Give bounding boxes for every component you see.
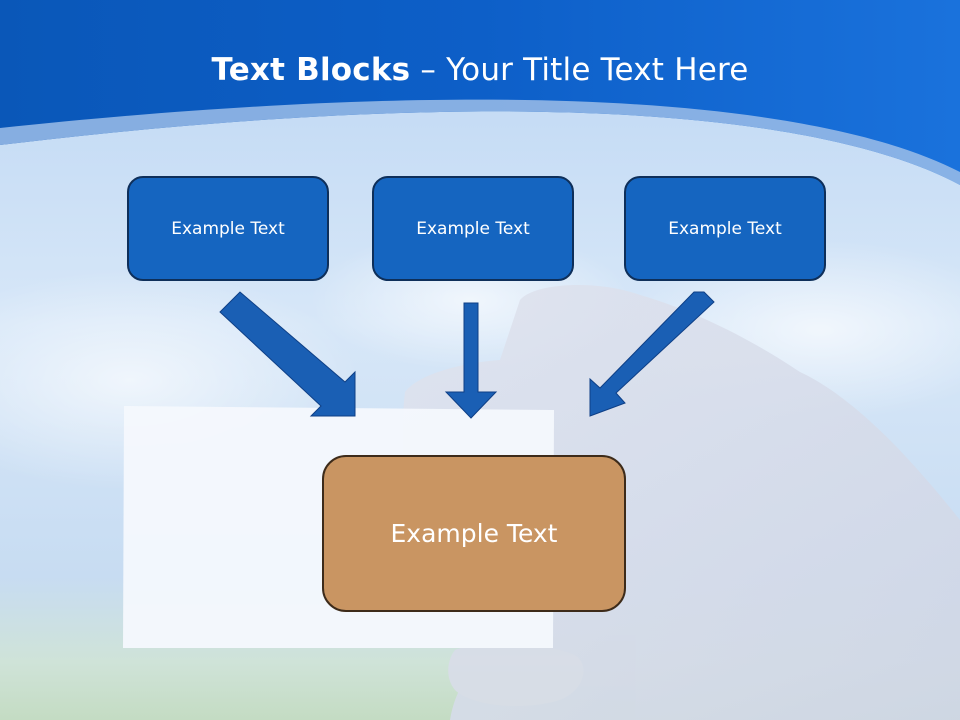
target-block-label: Example Text <box>390 519 558 548</box>
text-block-3: Example Text <box>624 176 826 281</box>
text-block-3-label: Example Text <box>668 218 782 239</box>
target-block: Example Text <box>322 455 626 612</box>
text-block-2: Example Text <box>372 176 574 281</box>
text-block-1-label: Example Text <box>171 218 285 239</box>
title-rest: – Your Title Text Here <box>410 52 749 88</box>
arrow-left <box>219 291 356 417</box>
text-block-2-label: Example Text <box>416 218 530 239</box>
title-bold: Text Blocks <box>211 52 411 88</box>
slide-title: Text Blocks – Your Title Text Here <box>0 52 960 88</box>
arrow-right <box>589 291 715 417</box>
header-swoosh <box>0 99 960 185</box>
header-band <box>0 0 960 185</box>
arrow-center <box>444 302 498 419</box>
text-block-1: Example Text <box>127 176 329 281</box>
